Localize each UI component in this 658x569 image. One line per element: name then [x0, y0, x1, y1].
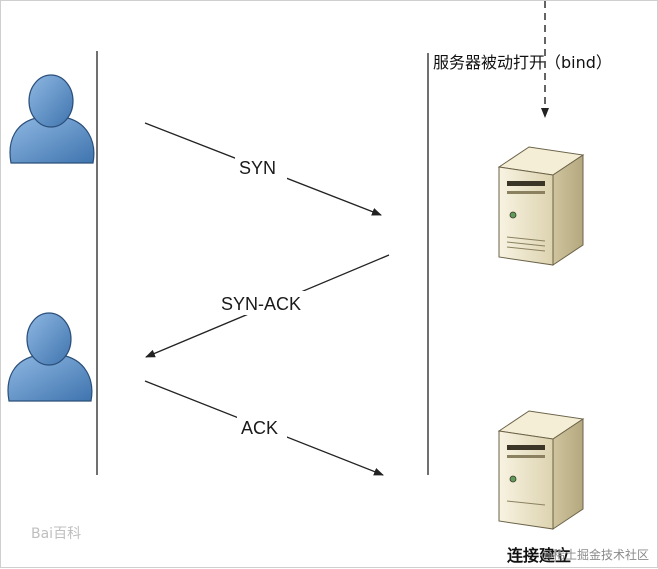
client-user-icon	[7, 312, 93, 402]
server-bind-label: 服务器被动打开（bind）	[433, 53, 612, 72]
client-user-icon	[9, 74, 95, 164]
server-icon	[497, 146, 585, 266]
established-label: 连接建立	[507, 546, 571, 565]
juejin-watermark: @稀土掘金技术社区	[541, 547, 649, 562]
syn-ack-label: SYN-ACK	[221, 294, 301, 314]
baidu-watermark: Bai百科	[31, 526, 81, 542]
ack-label: ACK	[241, 418, 278, 438]
server-icon	[497, 410, 585, 530]
syn-label: SYN	[239, 158, 276, 178]
